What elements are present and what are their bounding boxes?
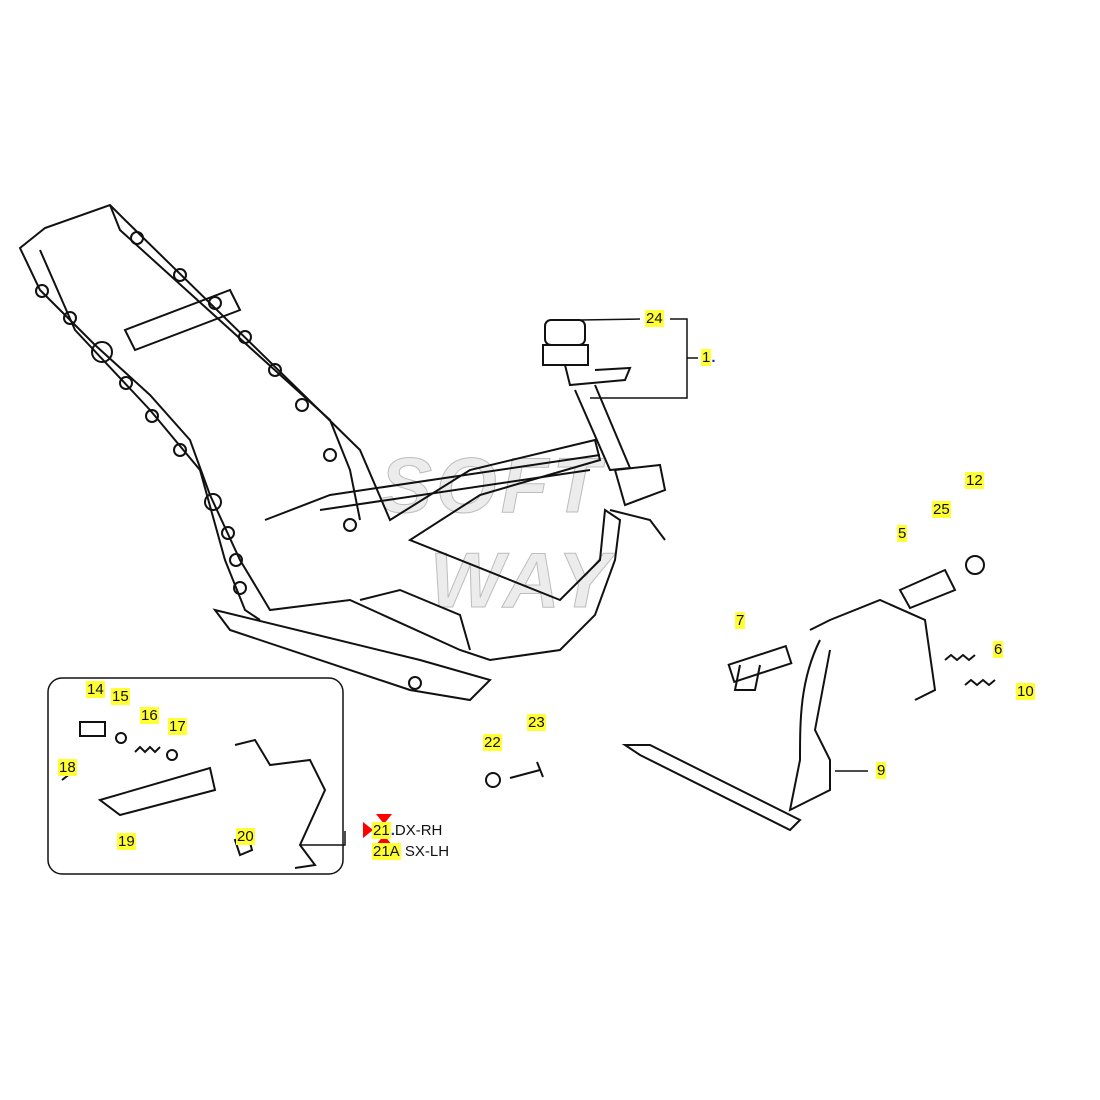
inset-box: [47, 677, 344, 875]
callout-21: 21.DX-RH: [372, 822, 443, 839]
callout-18: 18: [58, 759, 77, 776]
callout-7: 7: [735, 612, 746, 629]
callout-15: 15: [111, 688, 130, 705]
callout-25: 25: [932, 501, 951, 518]
callout-22: 22: [483, 734, 502, 751]
callout-6: 6: [993, 641, 1004, 658]
callout-24: 24: [645, 310, 664, 327]
scooter-frame: [18, 203, 667, 702]
red-marker: [363, 814, 392, 845]
callout-9: 9: [876, 762, 887, 779]
callout-16: 16: [140, 707, 159, 724]
callout-17: 17: [168, 718, 187, 735]
callout-19: 19: [117, 833, 136, 850]
callout-1: 1.: [701, 349, 716, 366]
callout-23: 23: [527, 714, 546, 731]
leader-lines: [300, 318, 868, 846]
callout-5: 5: [897, 525, 908, 542]
footrest-parts: [61, 721, 327, 869]
callout-14: 14: [86, 681, 105, 698]
callout-21a: 21A SX-LH: [372, 843, 450, 860]
callout-20: 20: [236, 828, 255, 845]
center-stand: [485, 555, 996, 832]
callout-10: 10: [1016, 683, 1035, 700]
callout-12: 12: [965, 472, 984, 489]
